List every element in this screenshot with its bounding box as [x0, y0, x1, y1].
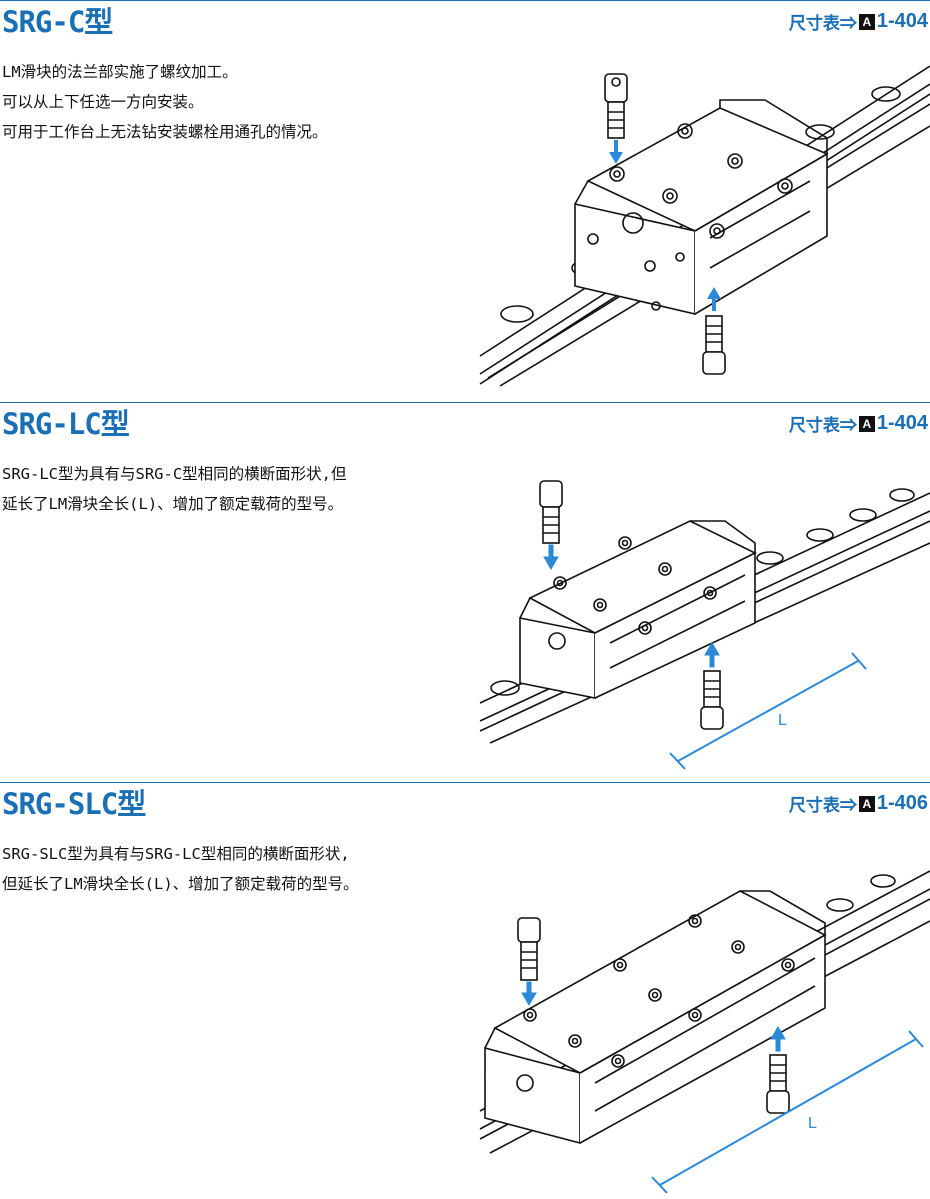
- ref-number: 1-406: [876, 792, 928, 814]
- guide-illustration: L: [479, 480, 930, 770]
- arrow-icon: [543, 544, 559, 570]
- section-description: SRG-SLC型为具有与SRG-LC型相同的横断面形状, 但延长了LM滑块全长(…: [2, 839, 359, 899]
- section-title: SRG-LC型: [2, 407, 130, 441]
- section-srg-lc: SRG-LC型 尺寸表⇒ A 1-404 SRG-LC型为具有与SRG-C型相同…: [0, 402, 930, 781]
- dimension-table-ref[interactable]: 尺寸表⇒ A 1-404: [789, 411, 928, 436]
- arrow-icon: [707, 287, 721, 311]
- arrow-icon: [770, 1026, 786, 1052]
- description-line: 可以从上下任选一方向安装。: [2, 93, 204, 111]
- description-line: SRG-SLC型为具有与SRG-LC型相同的横断面形状,: [2, 845, 350, 863]
- arrow-icon: [521, 981, 537, 1006]
- ref-label: 尺寸表⇒: [788, 14, 857, 33]
- guide-illustration: L: [479, 870, 930, 1193]
- section-description: LM滑块的法兰部实施了螺纹加工。 可以从上下任选一方向安装。 可用于工作台上无法…: [2, 57, 328, 147]
- description-line: 延长了LM滑块全长(L)、增加了额定载荷的型号。: [2, 495, 344, 513]
- dimension-label: L: [778, 712, 787, 729]
- section-title: SRG-SLC型: [2, 787, 146, 821]
- dimension-label: L: [808, 1115, 817, 1132]
- ref-badge: A: [858, 13, 875, 30]
- ref-label: 尺寸表⇒: [788, 796, 857, 815]
- section-title: SRG-C型: [2, 5, 113, 39]
- description-line: LM滑块的法兰部实施了螺纹加工。: [2, 63, 238, 81]
- ref-number: 1-404: [876, 412, 928, 434]
- ref-badge: A: [858, 795, 875, 812]
- section-srg-c: SRG-C型 尺寸表⇒ A 1-404 LM滑块的法兰部实施了螺纹加工。 可以从…: [0, 0, 930, 401]
- dimension-line: [677, 660, 859, 762]
- section-srg-slc: SRG-SLC型 尺寸表⇒ A 1-406 SRG-SLC型为具有与SRG-LC…: [0, 782, 930, 1199]
- ref-number: 1-404: [876, 10, 928, 32]
- arrow-icon: [704, 642, 720, 668]
- dimension-line: [659, 1038, 917, 1186]
- section-description: SRG-LC型为具有与SRG-C型相同的横断面形状,但 延长了LM滑块全长(L)…: [2, 459, 346, 519]
- guide-illustration: [479, 65, 930, 387]
- description-line: SRG-LC型为具有与SRG-C型相同的横断面形状,但: [2, 465, 347, 483]
- description-line: 可用于工作台上无法钻安装螺栓用通孔的情况。: [2, 123, 328, 141]
- dimension-table-ref[interactable]: 尺寸表⇒ A 1-404: [789, 9, 928, 34]
- description-line: 但延长了LM滑块全长(L)、增加了额定载荷的型号。: [2, 875, 359, 893]
- ref-badge: A: [858, 415, 875, 432]
- ref-label: 尺寸表⇒: [788, 416, 857, 435]
- arrow-icon: [609, 140, 623, 164]
- dimension-table-ref[interactable]: 尺寸表⇒ A 1-406: [789, 791, 928, 816]
